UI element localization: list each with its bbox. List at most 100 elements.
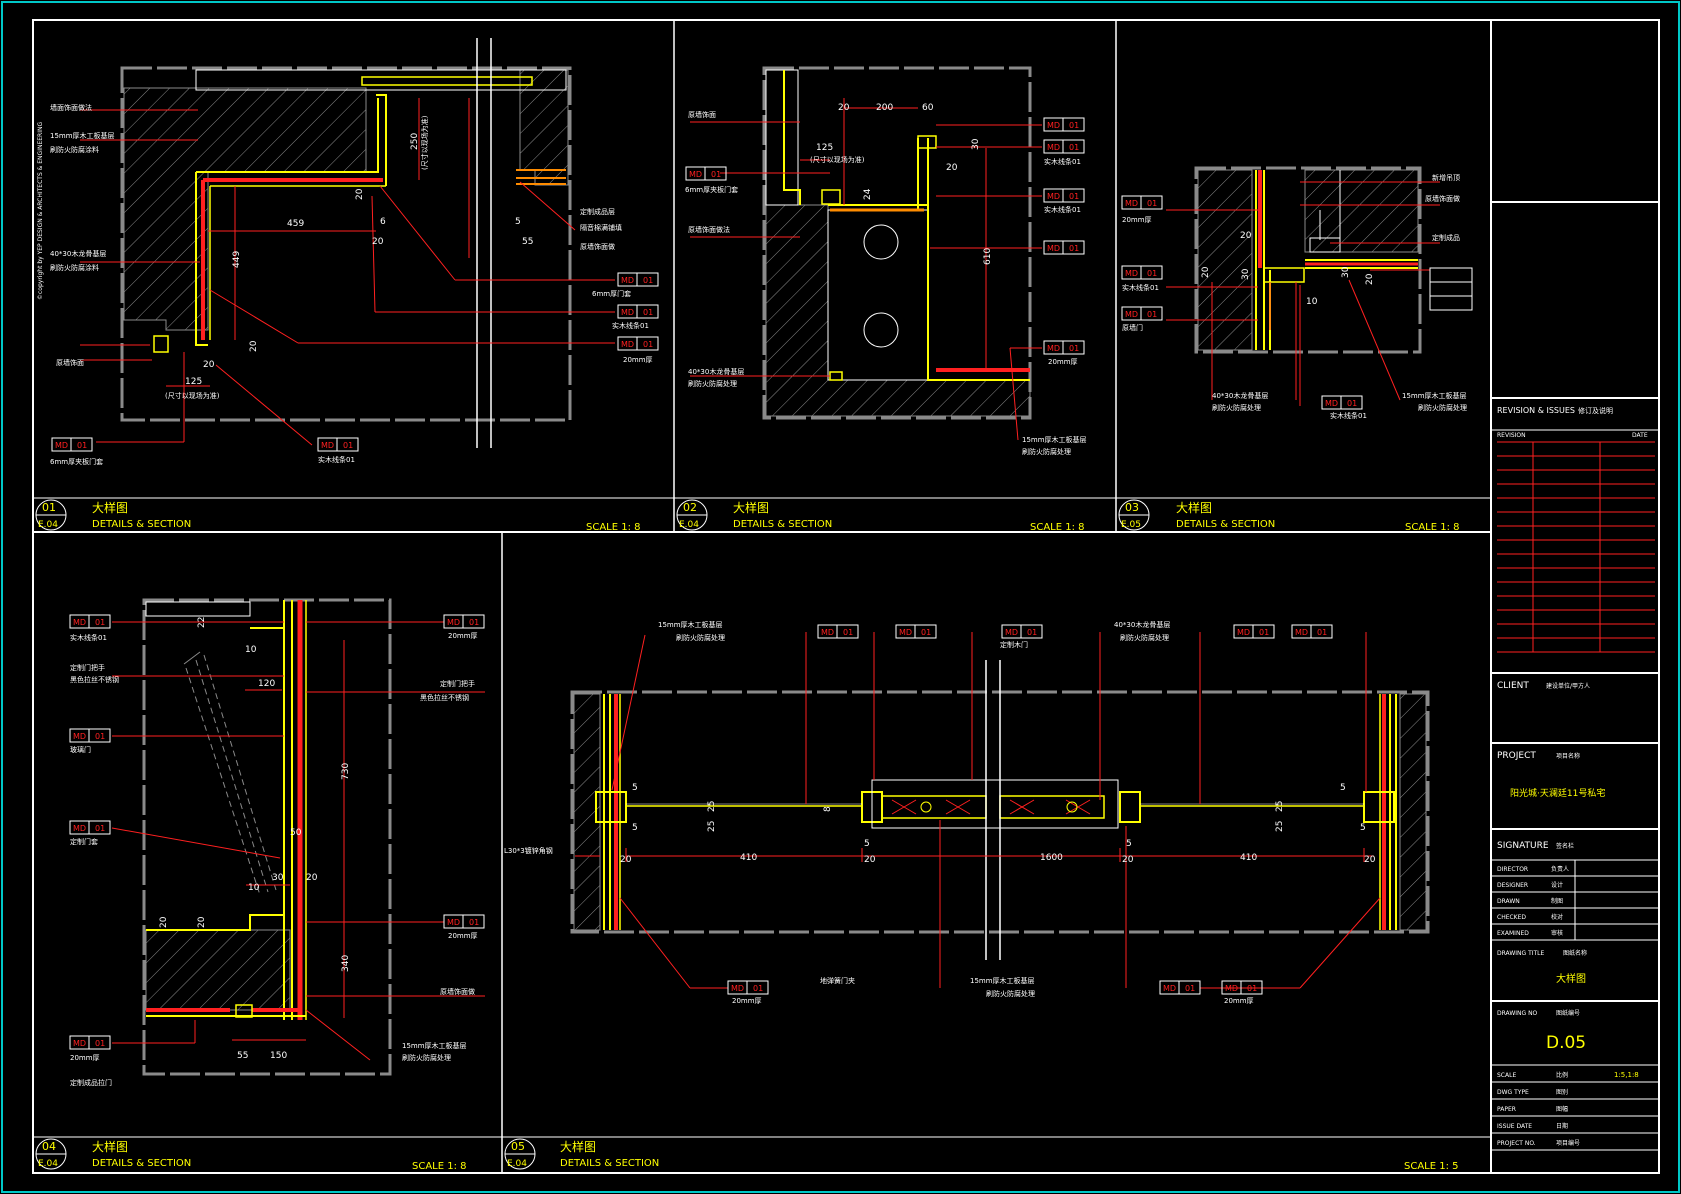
note: 定制成品层 — [580, 207, 615, 216]
panel-04: 730 340 120 50 30 20 55 150 10 10 22 20 … — [69, 598, 485, 1087]
note: 黑色拉丝不锈钢 — [70, 675, 119, 684]
note: 40*30木龙骨基层 — [1114, 620, 1170, 629]
note: 20mm厚 — [1048, 358, 1078, 366]
dim-label: 20 — [249, 340, 259, 352]
svg-text:SCALE: SCALE — [1497, 1072, 1516, 1079]
client-label: CLIENT — [1497, 681, 1529, 691]
dim-label: 20 — [1201, 266, 1211, 278]
svg-text:DESIGNER: DESIGNER — [1497, 882, 1528, 889]
panel-05: 410 1600 410 20 20 20 20 25 25 25 25 5 5… — [504, 620, 1430, 1005]
svg-text:PAPER: PAPER — [1497, 1106, 1516, 1113]
panel-title-02: 02 E.04 大样图 DETAILS & SECTION SCALE 1: 8 — [676, 499, 1085, 533]
svg-text:比例: 比例 — [1556, 1071, 1568, 1079]
dim-label: 20 — [197, 916, 207, 928]
dim-label: 24 — [863, 188, 873, 200]
dim-label: 5 — [632, 823, 638, 833]
svg-text:签名栏: 签名栏 — [1556, 842, 1574, 850]
svg-text:负责人: 负责人 — [1551, 865, 1569, 873]
material-tag-number: 01 — [753, 984, 763, 993]
note: 实木线条01 — [1044, 157, 1081, 166]
note: 6mm厚夹板门套 — [50, 457, 103, 466]
svg-text:PROJECT NO.: PROJECT NO. — [1497, 1140, 1536, 1147]
note: 20mm厚 — [1122, 216, 1152, 224]
svg-text:E.04: E.04 — [38, 520, 58, 530]
dim-label: 200 — [876, 103, 893, 113]
note: 20mm厚 — [70, 1054, 100, 1062]
material-tag-number: 01 — [921, 628, 931, 637]
svg-text:DRAWN: DRAWN — [1497, 898, 1520, 905]
material-tag-number: 01 — [1247, 984, 1257, 993]
panel-title-05: 05 E.04 大样图 DETAILS & SECTION SCALE 1: 5 — [504, 1138, 1459, 1172]
material-tag-number: 01 — [1347, 399, 1357, 408]
note: 20mm厚 — [1224, 997, 1254, 1005]
svg-text:SCALE 1: 8: SCALE 1: 8 — [412, 1161, 467, 1172]
dim-label: 150 — [270, 1051, 287, 1061]
note: (尺寸以现场为准) — [165, 391, 220, 400]
material-tag-code: MD — [1125, 199, 1138, 208]
inner-frame — [32, 19, 1660, 1174]
material-tag-code: MD — [1325, 399, 1338, 408]
material-tag-code: MD — [1237, 628, 1250, 637]
material-tag-code: MD — [621, 340, 634, 349]
material-tag-number: 01 — [95, 618, 105, 627]
note: 原墙饰面做 — [1425, 194, 1460, 203]
drawing-title-value: 大样图 — [1556, 972, 1586, 985]
dim-label: 20 — [355, 188, 365, 200]
note: 刷防火防腐处理 — [676, 633, 725, 642]
material-tag-code: MD — [1125, 310, 1138, 319]
dim-label: 20 — [864, 855, 876, 865]
dim-label: 20 — [838, 103, 850, 113]
svg-text:图别: 图别 — [1556, 1088, 1568, 1096]
svg-text:大样图: 大样图 — [560, 1139, 596, 1154]
copyright-text: ©copyright by YEP DESIGN & ARCHITECTS & … — [37, 122, 44, 300]
note: 定制木门 — [1000, 640, 1028, 649]
material-tag-number: 01 — [1185, 984, 1195, 993]
svg-text:SCALE 1: 8: SCALE 1: 8 — [1405, 522, 1460, 533]
note: 40*30木龙骨基层 — [1212, 391, 1268, 400]
material-tag-number: 01 — [1069, 344, 1079, 353]
svg-text:图纸编号: 图纸编号 — [1556, 1009, 1580, 1017]
svg-text:E.05: E.05 — [1121, 520, 1141, 530]
material-tag-number: 01 — [95, 1039, 105, 1048]
note: 20mm厚 — [732, 997, 762, 1005]
dim-label: 125 — [816, 143, 833, 153]
panel-title-01: 01 E.04 大样图 DETAILS & SECTION SCALE 1: 8 — [35, 499, 641, 533]
note: 定制成品拉门 — [70, 1078, 112, 1087]
note: 15mm厚木工板基层 — [1022, 435, 1087, 444]
note: (尺寸以现场为准) — [810, 155, 865, 164]
dim-label: 730 — [341, 763, 351, 780]
svg-text:校对: 校对 — [1551, 913, 1563, 921]
svg-text:DETAILS & SECTION: DETAILS & SECTION — [560, 1158, 659, 1169]
note: 原墙饰面 — [688, 110, 716, 119]
note: (尺寸以现场为准) — [420, 115, 429, 170]
svg-text:04: 04 — [42, 1140, 56, 1153]
dim-label: 20 — [1240, 231, 1252, 241]
svg-text:EXAMINED: EXAMINED — [1497, 930, 1529, 937]
note: 原墙饰面做 — [440, 987, 475, 996]
note: 20mm厚 — [448, 632, 478, 640]
dim-label: 30 — [1241, 268, 1251, 280]
svg-text:SCALE 1: 5: SCALE 1: 5 — [1404, 1161, 1459, 1172]
material-tag-code: MD — [1047, 344, 1060, 353]
svg-text:DRAWING TITLE: DRAWING TITLE — [1497, 950, 1545, 957]
svg-text:大样图: 大样图 — [92, 1139, 128, 1154]
note: 刷防火防腐处理 — [1120, 633, 1169, 642]
svg-text:REVISION: REVISION — [1497, 432, 1526, 439]
svg-text:大样图: 大样图 — [733, 500, 769, 515]
dim-label: 30 — [971, 138, 981, 150]
material-tag-number: 01 — [1317, 628, 1327, 637]
svg-text:大样图: 大样图 — [92, 500, 128, 515]
material-tag-code: MD — [447, 618, 460, 627]
note: 实木线条01 — [318, 455, 355, 464]
svg-text:图纸名称: 图纸名称 — [1563, 949, 1587, 957]
material-tag-code: MD — [1163, 984, 1176, 993]
dim-label: 5 — [515, 217, 521, 227]
title-block: REVISION & ISSUES 修订及说明 REVISION DATE CL… — [1491, 201, 1659, 1151]
svg-text:E.04: E.04 — [507, 1159, 527, 1169]
material-tag-code: MD — [55, 441, 68, 450]
svg-text:修订及说明: 修订及说明 — [1578, 406, 1613, 415]
svg-text:01: 01 — [42, 501, 56, 514]
material-tag-number: 01 — [1069, 121, 1079, 130]
